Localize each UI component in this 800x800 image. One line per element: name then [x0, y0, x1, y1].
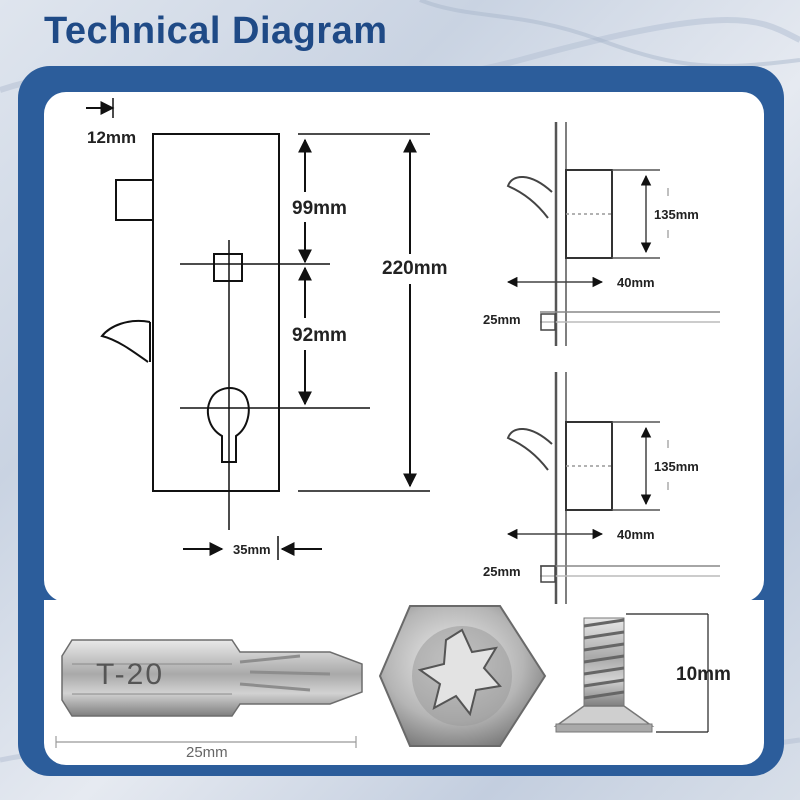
backset-label: 35mm [233, 542, 271, 557]
keep-bottom-height-label: 135mm [654, 459, 699, 474]
keep-diagram-top [506, 122, 720, 346]
bit-marking: T-20 [96, 658, 165, 691]
screw-length-label: 10mm [676, 664, 731, 685]
torx-end-view [378, 605, 547, 747]
torx-bit-photo [55, 639, 363, 748]
keep-top-depth-label: 40mm [617, 275, 655, 290]
follower-square [213, 253, 243, 282]
screw-photo [553, 613, 709, 733]
page-title: Technical Diagram [44, 10, 388, 52]
euro-cylinder-cutout [206, 387, 250, 463]
keep-top-offset-label: 25mm [483, 312, 521, 327]
centre-distance-label: 92mm [292, 325, 347, 346]
lock-case-body [152, 133, 280, 492]
backset-top-label: 12mm [87, 128, 137, 147]
upper-distance-label: 99mm [292, 198, 347, 219]
deadbolt [115, 179, 153, 221]
keep-diagram-bottom [506, 372, 720, 604]
keep-bottom-offset-label: 25mm [483, 564, 521, 579]
keep-bottom-depth-label: 40mm [617, 527, 655, 542]
hook-latch [100, 320, 151, 363]
bit-length-label: 25mm [186, 744, 228, 761]
overall-height-label: 220mm [382, 258, 448, 279]
lock-case-drawing [86, 98, 430, 560]
keep-top-height-label: 135mm [654, 207, 699, 222]
